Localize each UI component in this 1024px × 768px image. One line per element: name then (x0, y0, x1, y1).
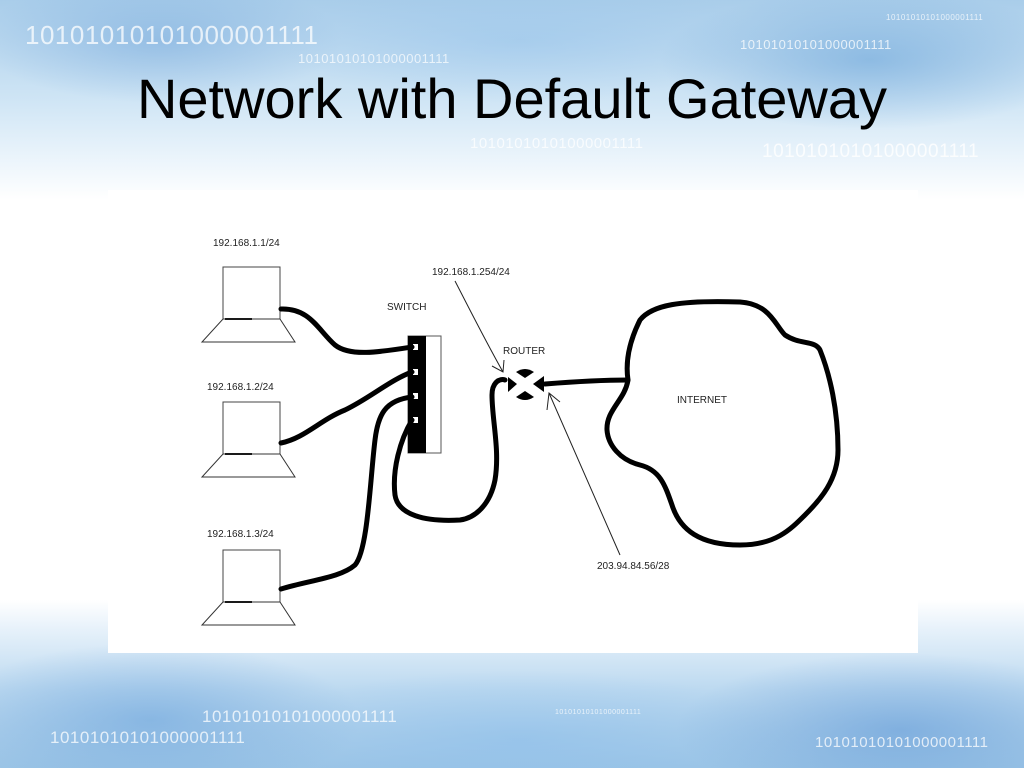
cable-host3-switch (278, 394, 415, 592)
diagram-panel: 192.168.1.1/24 192.168.1.2/24 192.168.1.… (108, 190, 918, 653)
host-computer-2: 192.168.1.2/24 (200, 382, 296, 478)
cables (278, 306, 631, 592)
cable-router-internet (542, 377, 631, 387)
switch-label: SWITCH (387, 302, 426, 313)
keyboard-icon (200, 601, 296, 626)
host-2-label: 192.168.1.2/24 (207, 382, 274, 393)
monitor-icon (222, 549, 281, 603)
gateway-wan-callout: 203.94.84.56/28 (546, 392, 670, 572)
background-binary-text: 10101010101000001111 (202, 707, 398, 726)
host-computer-1: 192.168.1.1/24 (200, 238, 296, 343)
arrow-icon (546, 392, 621, 556)
gateway-lan-callout: 192.168.1.254/24 (432, 267, 510, 373)
network-diagram: 192.168.1.1/24 192.168.1.2/24 192.168.1.… (200, 238, 841, 626)
keyboard-icon (200, 318, 296, 343)
background-binary-text: 10101010101000001111 (298, 51, 450, 66)
cable-switch-router (391, 377, 508, 523)
background-binary-text: 10101010101000001111 (470, 135, 644, 152)
cable-host1-switch (278, 306, 415, 355)
router-icon (508, 369, 544, 400)
host-3-label: 192.168.1.3/24 (207, 529, 274, 540)
monitor-icon (222, 401, 281, 455)
monitor-icon (222, 266, 281, 320)
background-binary-text: 10101010101000001111 (25, 20, 319, 50)
internet-label: INTERNET (677, 395, 727, 406)
switch-port-icon (413, 417, 418, 423)
switch-port-icon (413, 344, 418, 350)
background-binary-text: 10101010101000001111 (886, 13, 984, 22)
switch-port-icon (413, 393, 418, 399)
background-binary-text: 10101010101000001111 (815, 734, 989, 751)
router-label: ROUTER (503, 346, 545, 357)
internet-cloud: INTERNET (604, 299, 841, 548)
router-device: ROUTER (503, 346, 545, 400)
background-binary-text: 10101010101000001111 (50, 728, 246, 747)
host-1-label: 192.168.1.1/24 (213, 238, 280, 249)
slide-title: Network with Default Gateway (136, 67, 888, 130)
host-computer-3: 192.168.1.3/24 (200, 529, 296, 626)
cable-host2-switch (278, 369, 415, 446)
keyboard-icon (200, 453, 296, 478)
switch-port-icon (413, 369, 418, 375)
arrow-icon (454, 280, 505, 373)
background-binary-text: 10101010101000001111 (555, 709, 642, 716)
gateway-wan-ip-label: 203.94.84.56/28 (597, 561, 670, 572)
gateway-lan-ip-label: 192.168.1.254/24 (432, 267, 510, 278)
background-binary-text: 10101010101000001111 (740, 37, 892, 52)
background-binary-text: 10101010101000001111 (762, 141, 980, 162)
